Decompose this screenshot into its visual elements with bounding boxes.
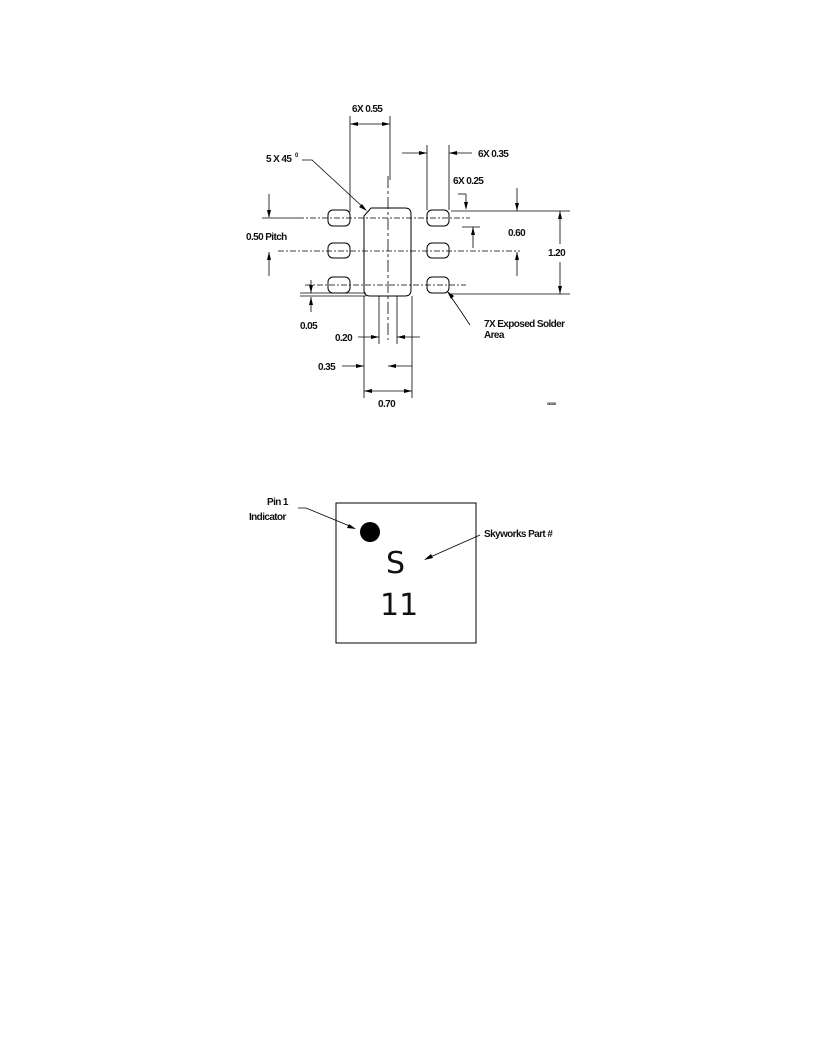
exposed-solder-label-2: Area — [484, 330, 505, 341]
pin1-dot — [360, 522, 380, 542]
pad-height-label: 6X 0.35 — [478, 149, 509, 160]
center-body-pad — [363, 207, 412, 297]
overall-label: 1.20 — [548, 248, 566, 259]
mark-letter: S — [386, 546, 405, 581]
chamfer-label: 5 X 45 — [266, 154, 292, 165]
right-pad-2 — [426, 242, 450, 259]
lead-width-label: 0.20 — [335, 333, 353, 344]
exposed-solder-label: 7X Exposed Solder — [484, 319, 565, 330]
pad-height-small-label: 6X 0.25 — [453, 176, 484, 187]
offset-label: 0.05 — [300, 321, 318, 332]
lead-span-label: 0.35 — [318, 362, 336, 373]
part-number-label: Skyworks Part # — [484, 529, 553, 540]
pad-width-label: 6X 0.55 — [352, 104, 383, 115]
left-pad-2 — [327, 242, 351, 259]
pin1-label-line1: Pin 1 — [267, 497, 289, 508]
drawing-code: S0000 — [547, 401, 557, 406]
pitch-label: 0.50 Pitch — [246, 232, 287, 243]
footprint-drawing: 6X 0.55 5 X 45 0 6X 0.35 6X 0.25 0.50 Pi… — [246, 104, 570, 410]
pitch-dim-label: 0.60 — [508, 228, 526, 239]
mark-digits: 11 — [380, 588, 418, 623]
pin1-label-line2: Indicator — [249, 512, 287, 523]
body-width-label: 0.70 — [378, 399, 396, 410]
package-outline — [335, 502, 477, 644]
marking-drawing: Pin 1 Indicator Skyworks Part # S 11 — [249, 497, 554, 644]
chamfer-degree-label: 0 — [295, 153, 299, 159]
